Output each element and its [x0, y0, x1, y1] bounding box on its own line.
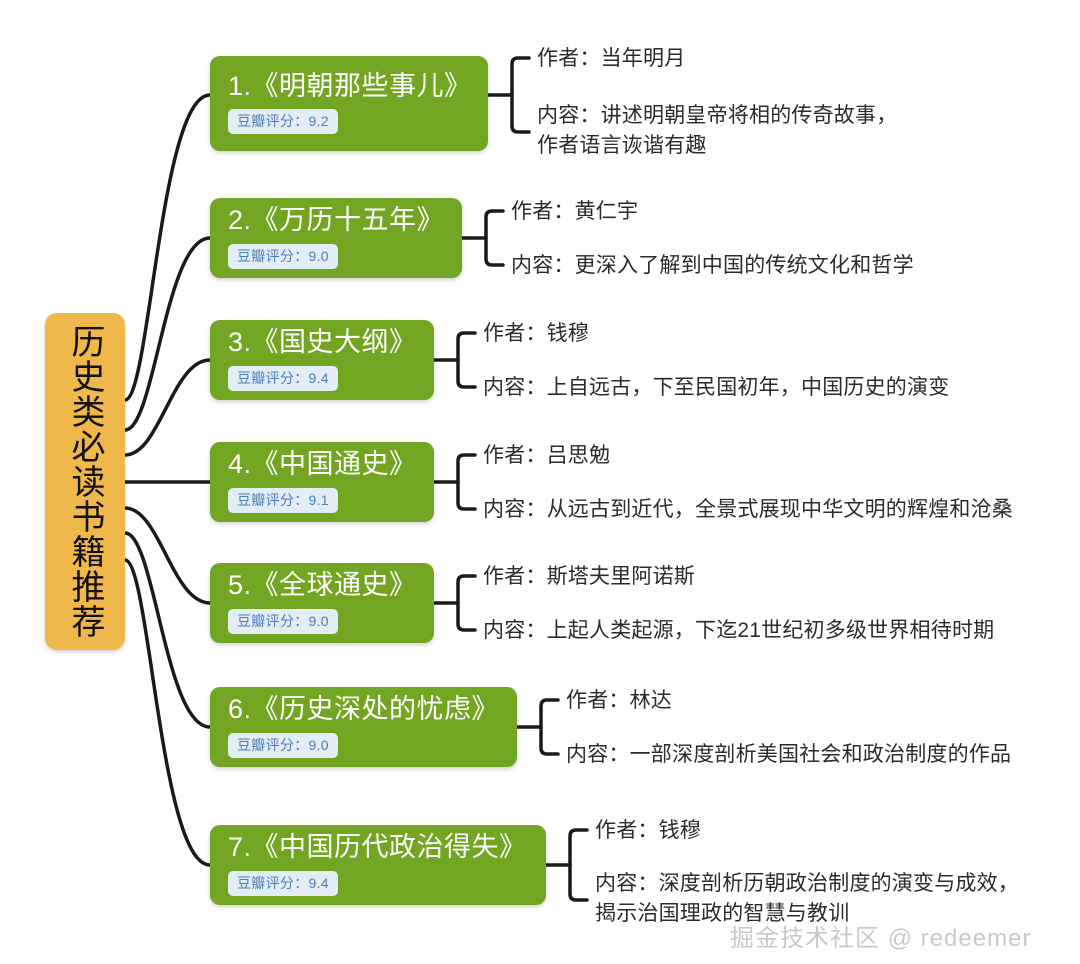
book-content-4: 内容：从远古到近代，全景式展现中华文明的辉煌和沧桑: [483, 498, 1013, 521]
root-branch-2: [123, 236, 212, 432]
leaf-bracket-5-spine: [456, 574, 477, 632]
root-branch-1: [123, 93, 212, 402]
book-title-3: 3.《国史大纲》: [228, 327, 417, 358]
leaf-bracket-3-spine: [456, 331, 477, 389]
book-content-7: 内容：深度剖析历朝政治制度的演变与成效， 揭示治国理政的智慧与教训: [595, 872, 1019, 926]
book-content-3: 内容：上自远古，下至民国初年，中国历史的演变: [483, 376, 950, 399]
book-node-4[interactable]: 4.《中国通史》 豆瓣评分：9.1: [210, 442, 434, 522]
root-branch-6: [123, 531, 212, 729]
book-content-2: 内容：更深入了解到中国的传统文化和哲学: [511, 254, 914, 277]
watermark: 掘金技术社区 @ redeemer: [730, 925, 1032, 952]
book-node-1[interactable]: 1.《明朝那些事儿》 豆瓣评分：9.2: [210, 56, 488, 151]
book-rating-badge-1: 豆瓣评分：9.2: [228, 109, 338, 135]
book-author-2: 作者：黄仁宇: [511, 200, 639, 223]
book-rating-badge-4: 豆瓣评分：9.1: [228, 487, 338, 513]
book-node-3[interactable]: 3.《国史大纲》 豆瓣评分：9.4: [210, 320, 434, 400]
book-author-5: 作者：斯塔夫里阿诺斯: [483, 565, 695, 588]
book-author-1: 作者：当年明月: [537, 47, 686, 70]
root-branch-5: [123, 506, 212, 605]
book-rating-badge-7: 豆瓣评分：9.4: [228, 870, 338, 896]
book-node-6[interactable]: 6.《历史深处的忧虑》 豆瓣评分：9.0: [210, 687, 517, 767]
root-branch-7: [123, 558, 212, 867]
root-branch-3: [123, 358, 212, 457]
book-author-4: 作者：吕思勉: [483, 444, 611, 467]
root-node[interactable]: 历史类必读书籍推荐: [45, 313, 125, 650]
leaf-bracket-1-spine: [510, 56, 531, 134]
book-node-5[interactable]: 5.《全球通史》 豆瓣评分：9.0: [210, 563, 434, 643]
root-node-label: 历史类必读书籍推荐: [66, 324, 105, 639]
book-content-1: 内容：讲述明朝皇帝将相的传奇故事， 作者语言诙谐有趣: [537, 104, 898, 158]
book-title-5: 5.《全球通史》: [228, 570, 417, 601]
book-rating-badge-5: 豆瓣评分：9.0: [228, 608, 338, 634]
book-content-6: 内容：一部深度剖析美国社会和政治制度的作品: [566, 743, 1012, 766]
book-node-7[interactable]: 7.《中国历代政治得失》 豆瓣评分：9.4: [210, 825, 546, 905]
book-author-7: 作者：钱穆: [595, 819, 701, 842]
book-rating-badge-3: 豆瓣评分：9.4: [228, 365, 338, 391]
book-author-3: 作者：钱穆: [483, 322, 589, 345]
book-rating-badge-6: 豆瓣评分：9.0: [228, 732, 338, 758]
leaf-bracket-7-spine: [568, 828, 589, 902]
leaf-bracket-6-spine: [539, 698, 560, 756]
book-content-5: 内容：上起人类起源，下迄21世纪初多级世界相待时期: [483, 619, 995, 642]
book-title-4: 4.《中国通史》: [228, 449, 417, 480]
book-node-2[interactable]: 2.《万历十五年》 豆瓣评分：9.0: [210, 198, 462, 278]
book-title-6: 6.《历史深处的忧虑》: [228, 694, 500, 725]
book-rating-badge-2: 豆瓣评分：9.0: [228, 243, 338, 269]
leaf-bracket-4-spine: [456, 453, 477, 511]
book-title-7: 7.《中国历代政治得失》: [228, 832, 527, 863]
book-title-1: 1.《明朝那些事儿》: [228, 70, 472, 101]
leaf-bracket-2-spine: [484, 209, 505, 267]
book-title-2: 2.《万历十五年》: [228, 205, 445, 236]
book-author-6: 作者：林达: [566, 689, 672, 712]
